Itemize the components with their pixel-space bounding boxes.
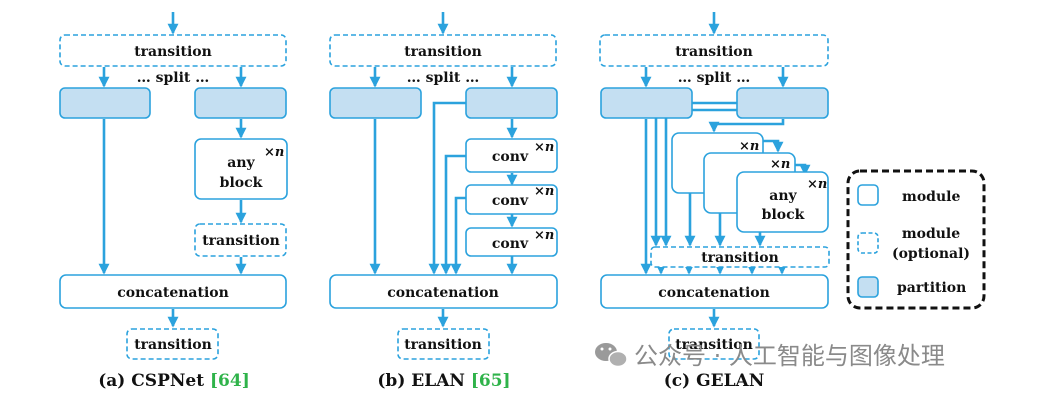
legend-optional-module-sublabel: (optional) (892, 246, 970, 262)
elan-conv-3 (465, 227, 558, 257)
elan-transition-top-label: transition (404, 44, 482, 60)
elan-conv-1-repeat: ×n (534, 140, 554, 155)
gelan-transition-optional-label: transition (701, 250, 779, 266)
cspnet-repeat-marker: ×n (264, 145, 284, 160)
cspnet-block-label: block (220, 175, 263, 191)
cspnet-transition-optional (194, 223, 287, 257)
cspnet-transition-bottom-label: transition (134, 337, 212, 353)
watermark-text: 公众号 · 人工智能与图像处理 (634, 342, 945, 370)
gelan-any-label: any (769, 188, 797, 204)
gelan-block-inner (736, 171, 829, 233)
legend-optional-module-swatch (857, 232, 879, 254)
cspnet-transition-top (59, 34, 287, 67)
gelan-transition-bottom-label: transition (675, 337, 753, 353)
elan-conv-2 (465, 184, 558, 215)
elan-conv-1 (465, 138, 558, 173)
gelan-caption: (c) GELAN (664, 371, 765, 391)
elan-conv-2-label: conv (492, 193, 529, 209)
gelan-split-label: … split … (678, 70, 751, 86)
gelan-block-label: block (762, 207, 805, 223)
cspnet-any-label: any (227, 155, 255, 171)
elan-concatenation-label: concatenation (387, 285, 499, 301)
gelan-transition-top (599, 34, 829, 67)
elan-conv-3-label: conv (492, 236, 529, 252)
legend-partition-swatch (857, 276, 879, 298)
legend-box (846, 169, 986, 310)
elan-transition-bottom-label: transition (404, 337, 482, 353)
cspnet-transition-top-label: transition (134, 44, 212, 60)
elan-caption: (b) ELAN [65] (377, 371, 510, 391)
gelan-transition-optional (650, 246, 830, 268)
gelan-concatenation-label: concatenation (658, 285, 770, 301)
elan-diagram (369, 12, 518, 328)
elan-conv-2-repeat: ×n (534, 184, 554, 199)
legend-optional-module-label: module (902, 226, 960, 242)
gelan-transition-bottom (668, 328, 760, 360)
gelan-concatenation (600, 274, 829, 309)
gelan-transition-top-label: transition (675, 44, 753, 60)
gelan-partition-right (736, 87, 829, 119)
cspnet-split-label: … split … (137, 70, 210, 86)
elan-split-label: … split … (407, 70, 480, 86)
cspnet-concatenation-label: concatenation (117, 285, 229, 301)
cspnet-diagram (98, 12, 247, 328)
elan-conv-1-label: conv (492, 149, 529, 165)
elan-partition-right (465, 87, 558, 119)
legend-partition-label: partition (897, 280, 966, 296)
elan-partition-left (329, 87, 422, 119)
cspnet-partition-left (59, 87, 151, 119)
elan-conv-3-repeat: ×n (534, 228, 554, 243)
legend-module-swatch (857, 184, 879, 206)
gelan-block-outer-repeat: ×n (739, 139, 759, 154)
wechat-icon (595, 343, 628, 368)
elan-transition-top (329, 34, 557, 67)
cspnet-caption: (a) CSPNet [64] (98, 371, 250, 391)
cspnet-any-block (194, 138, 288, 200)
cspnet-partition-right (194, 87, 287, 119)
gelan-partition-left (600, 87, 693, 119)
cspnet-transition-optional-label: transition (202, 233, 280, 249)
gelan-block-middle-repeat: ×n (770, 157, 790, 172)
gelan-block-inner-repeat: ×n (807, 177, 827, 192)
elan-concatenation (329, 274, 558, 309)
cspnet-transition-bottom (126, 328, 219, 360)
elan-transition-bottom (397, 328, 490, 360)
cspnet-concatenation (59, 274, 287, 309)
legend-module-label: module (902, 189, 960, 205)
